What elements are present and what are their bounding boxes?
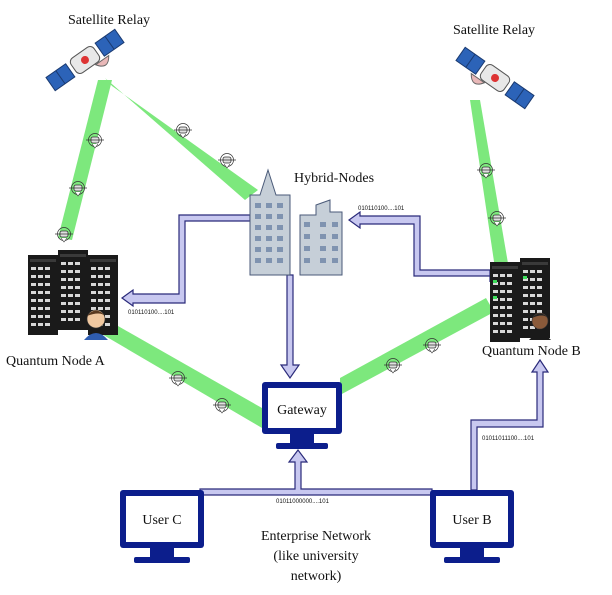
quantum-node-b-server-icon (490, 258, 551, 342)
beam-sat-left-to-node-a (58, 80, 112, 240)
user-b-label: User B (452, 513, 491, 528)
beam-sat-left-to-hybrid (105, 78, 258, 200)
user-c-monitor-icon (120, 490, 204, 563)
link-hybrid-to-node-a (120, 214, 251, 308)
satellite-right-icon (455, 46, 535, 110)
satellite-left-icon (45, 28, 125, 92)
bitstring-user-b-up: 01011011100....101 (482, 436, 535, 442)
enterprise-network-label-line1: Enterprise Network (261, 529, 371, 544)
gateway-label: Gateway (277, 403, 327, 418)
satellite-right-label: Satellite Relay (453, 23, 535, 38)
satellite-left-label: Satellite Relay (68, 13, 150, 28)
quantum-node-b-label: Quantum Node B (482, 344, 581, 359)
quantum-node-a-server-icon (28, 250, 118, 340)
beam-node-b-to-gateway (340, 298, 494, 395)
bitstring-from-node-b: 010110100....101 (358, 206, 405, 212)
bitstring-to-node-a: 010110100....101 (128, 310, 175, 316)
quantum-node-a-label: Quantum Node A (6, 354, 106, 369)
hybrid-building-tall-icon (249, 168, 291, 276)
user-c-label: User C (142, 513, 181, 528)
operator-avatar-icon (84, 309, 108, 340)
hybrid-building-short-icon (299, 199, 343, 276)
link-bus-to-gateway (199, 449, 433, 496)
bitstring-enterprise-bus: 01011000000....101 (276, 499, 330, 505)
user-b-monitor-icon (430, 490, 514, 563)
link-hybrid-to-gateway (279, 274, 301, 380)
beam-sat-right-to-node-b (470, 100, 510, 275)
link-user-b-to-node-b (470, 358, 550, 491)
hybrid-nodes-label: Hybrid-Nodes (294, 171, 374, 186)
operator-avatar-icon (529, 312, 551, 340)
enterprise-network-label-line2: (like university (273, 549, 358, 564)
classical-links (120, 210, 550, 496)
link-node-b-to-hybrid (347, 210, 491, 282)
enterprise-network-label-line3: network) (291, 569, 342, 584)
gateway-monitor-icon (262, 382, 342, 449)
